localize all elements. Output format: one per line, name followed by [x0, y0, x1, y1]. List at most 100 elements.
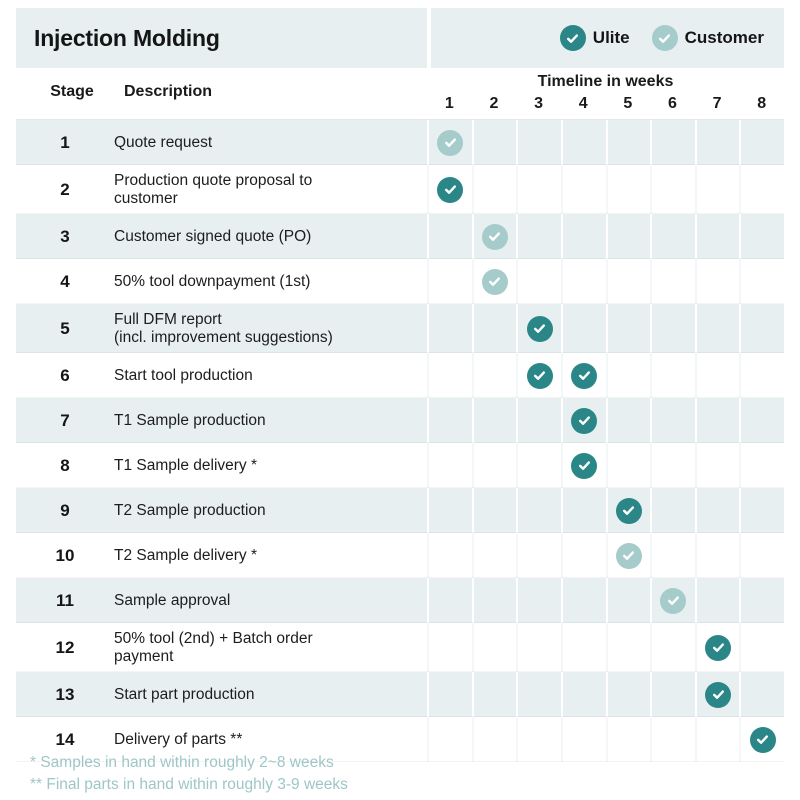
week-cell-5 — [605, 304, 651, 353]
milestone-check-icon-customer — [481, 268, 508, 295]
title-bar: Injection Molding Ulite Customer — [16, 8, 784, 68]
week-cell-4 — [560, 443, 606, 488]
week-cell-6 — [650, 214, 695, 259]
week-cell-6 — [650, 259, 695, 304]
milestone-check-icon-ulite — [571, 407, 598, 434]
stage-number: 2 — [60, 179, 70, 199]
legend-item-customer: Customer — [651, 25, 764, 51]
description-line: Customer signed quote (PO) — [114, 227, 312, 245]
stage-number: 4 — [60, 271, 70, 291]
week-cell-1 — [427, 717, 472, 762]
milestone-check-icon-ulite — [749, 726, 776, 753]
week-cell-3 — [516, 578, 561, 623]
week-cell-4 — [560, 353, 606, 398]
week-cell-1 — [427, 353, 472, 398]
week-number-1: 1 — [444, 95, 454, 112]
milestone-check-icon-customer — [481, 223, 508, 250]
week-cell-6 — [650, 353, 695, 398]
description-line: T1 Sample delivery * — [114, 456, 258, 474]
week-cell-3 — [516, 259, 561, 304]
week-cells — [427, 717, 784, 762]
description-line: Start part production — [114, 685, 255, 703]
table-row: 7 T1 Sample production — [16, 398, 784, 443]
week-cell-1 — [427, 488, 472, 533]
column-header-timeline: Timeline in weeks — [537, 73, 674, 90]
week-cell-2 — [471, 353, 517, 398]
week-cell-7 — [694, 443, 740, 488]
week-cell-6 — [650, 672, 695, 717]
legend: Ulite Customer — [431, 8, 784, 68]
week-cell-4 — [560, 717, 606, 762]
week-cell-7 — [694, 623, 740, 672]
week-cell-7 — [694, 717, 740, 762]
week-cell-2 — [471, 623, 517, 672]
week-cell-1 — [427, 259, 472, 304]
week-cell-7 — [694, 214, 740, 259]
week-cell-8 — [739, 623, 784, 672]
table-row: 8 T1 Sample delivery * — [16, 443, 784, 488]
stage-description: T1 Sample production — [114, 398, 427, 443]
week-cell-3 — [516, 214, 561, 259]
week-cell-2 — [471, 214, 517, 259]
week-cell-4 — [560, 578, 606, 623]
week-cell-8 — [739, 214, 784, 259]
stage-description: Full DFM report(incl. improvement sugges… — [114, 304, 427, 353]
week-cell-4 — [560, 533, 606, 578]
stage-number: 14 — [55, 729, 75, 749]
week-cell-4 — [560, 623, 606, 672]
stage-description: T1 Sample delivery * — [114, 443, 427, 488]
week-cell-3 — [516, 488, 561, 533]
stage-number: 7 — [60, 410, 70, 430]
description-line: payment — [114, 647, 174, 665]
footnote: * Samples in hand within roughly 2~8 wee… — [30, 754, 334, 771]
milestone-check-icon-ulite — [526, 315, 553, 342]
week-cells — [427, 214, 784, 259]
page-title: Injection Molding — [34, 24, 220, 51]
week-cell-2 — [471, 398, 517, 443]
week-cell-3 — [516, 120, 561, 165]
week-cell-5 — [605, 717, 651, 762]
week-cell-8 — [739, 488, 784, 533]
stage-number: 9 — [60, 500, 70, 520]
week-cell-3 — [516, 165, 561, 214]
description-line: Production quote proposal to — [114, 172, 313, 190]
check-circle-icon — [651, 25, 678, 51]
footnotes: * Samples in hand within roughly 2~8 wee… — [30, 752, 770, 796]
stage-number: 3 — [60, 226, 70, 246]
week-cell-4 — [560, 488, 606, 533]
table-row: 13 Start part production — [16, 672, 784, 717]
week-cell-4 — [560, 120, 606, 165]
stage-number: 13 — [55, 684, 75, 704]
week-cell-7 — [694, 165, 740, 214]
legend-label: Customer — [684, 28, 764, 47]
week-cell-5 — [605, 259, 651, 304]
week-cell-2 — [471, 578, 517, 623]
week-cell-7 — [694, 488, 740, 533]
week-cell-3 — [516, 443, 561, 488]
week-cells — [427, 398, 784, 443]
stage-number: 1 — [60, 132, 70, 152]
description-line: Delivery of parts ** — [114, 730, 243, 748]
week-cell-2 — [471, 304, 517, 353]
week-cell-6 — [650, 578, 695, 623]
week-cell-7 — [694, 259, 740, 304]
stage-number: 8 — [60, 455, 70, 475]
week-cell-7 — [694, 672, 740, 717]
week-cell-8 — [739, 165, 784, 214]
week-cell-3 — [516, 353, 561, 398]
milestone-check-icon-customer — [437, 129, 464, 156]
description-line: Start tool production — [114, 366, 253, 384]
stage-description: Customer signed quote (PO) — [114, 214, 427, 259]
week-cell-3 — [516, 304, 561, 353]
legend-item-ulite: Ulite — [559, 25, 630, 51]
milestone-check-icon-ulite — [705, 681, 732, 708]
timeline-table-body: 1 Quote request 2 Production quote proposal… — [16, 120, 784, 762]
stage-description: Quote request — [114, 120, 427, 165]
week-cell-5 — [605, 165, 651, 214]
